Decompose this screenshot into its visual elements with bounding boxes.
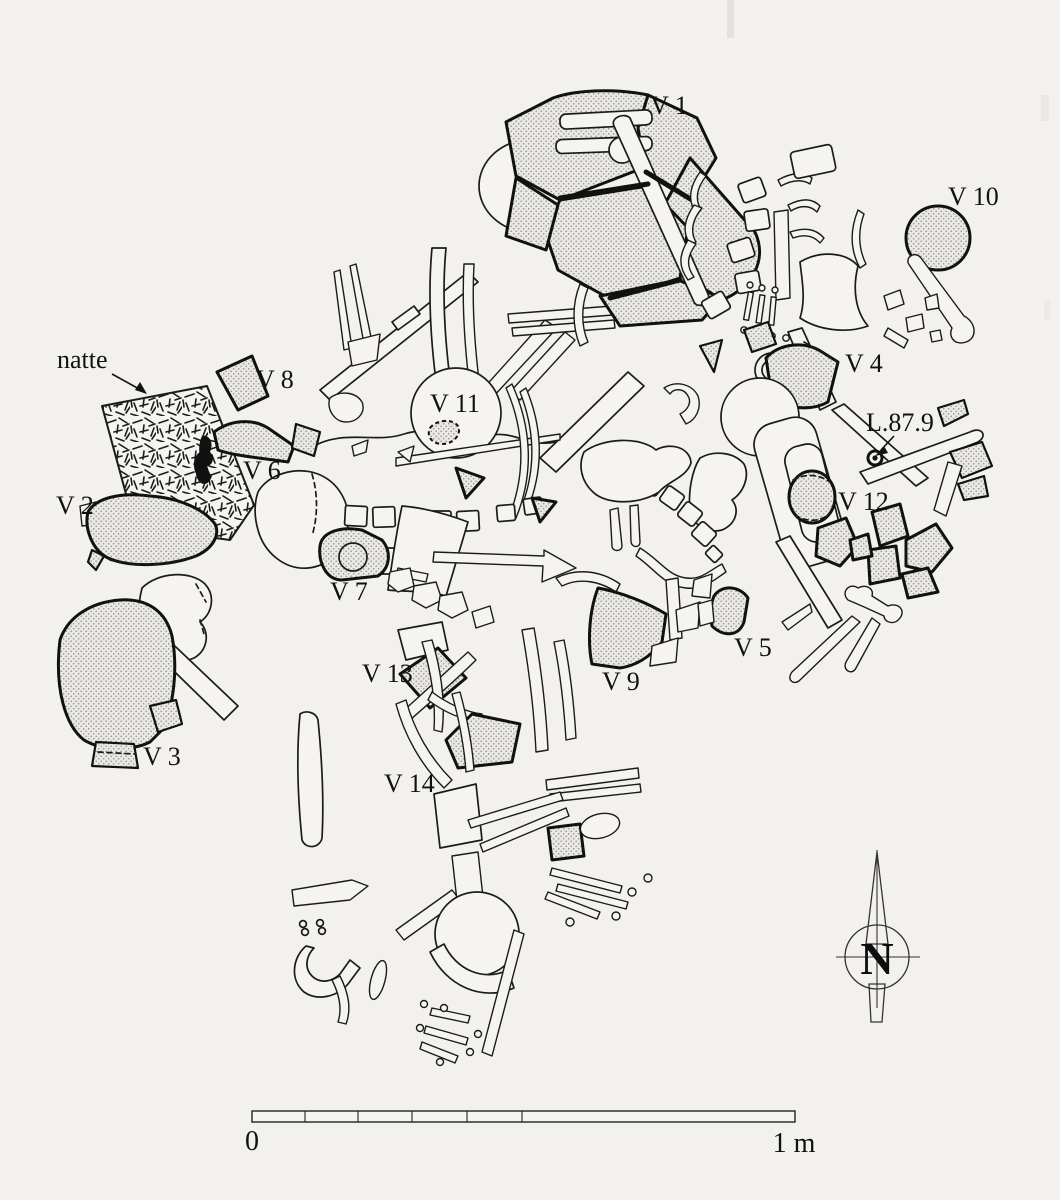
north-tail xyxy=(868,983,886,1023)
vessel-v6 xyxy=(212,420,322,464)
scale-bar-body xyxy=(251,1110,796,1123)
label-v9: V 9 xyxy=(602,667,640,696)
north-needle xyxy=(865,851,889,945)
lone-bone-left xyxy=(296,711,324,848)
sherd-triangles xyxy=(454,466,558,524)
north-letter: N xyxy=(860,933,893,984)
bone-scatter-southeast xyxy=(775,535,903,684)
bone-scatter-center-south xyxy=(387,505,683,641)
vessel-v8 xyxy=(215,354,270,412)
label-v2: V 2 xyxy=(56,491,94,520)
scan-artifacts xyxy=(727,0,1050,320)
bone-scatter-center xyxy=(309,247,700,473)
vessel-v5 xyxy=(691,573,750,636)
datum-l879 xyxy=(831,398,994,517)
natte-arrow xyxy=(111,373,142,391)
label-v3: V 3 xyxy=(143,742,181,771)
label-v7: V 7 xyxy=(330,577,368,606)
plan-labels: natte V 1 V 2 V 3 V 4 V 5 V 6 V 7 V 8 V … xyxy=(56,91,999,798)
label-v10: V 10 xyxy=(948,182,999,211)
label-v14: V 14 xyxy=(384,769,435,798)
bone-scatter-bottom-center xyxy=(395,851,525,1067)
vessel-v10 xyxy=(883,204,975,349)
label-v4: V 4 xyxy=(845,349,883,378)
sherd-cluster-right xyxy=(814,502,954,600)
vessel-v11 xyxy=(395,367,561,519)
vessel-v3 xyxy=(56,598,184,770)
scale-end-label: 1 m xyxy=(773,1128,816,1159)
label-v13: V 13 xyxy=(362,659,413,688)
label-v11: V 11 xyxy=(430,389,480,418)
label-natte: natte xyxy=(57,345,108,374)
vessel-v14 xyxy=(395,627,653,927)
label-v8: V 8 xyxy=(256,365,294,394)
label-v1: V 1 xyxy=(650,91,688,120)
scale-bar: 0 1 m xyxy=(245,1110,816,1159)
vessel-v9 xyxy=(588,586,701,670)
bone-bowtie xyxy=(580,439,692,552)
north-arrow: N xyxy=(836,850,920,1023)
label-v6: V 6 xyxy=(243,456,281,485)
label-v5: V 5 xyxy=(734,633,772,662)
vertebra-chain-right xyxy=(635,471,727,589)
label-datum: L.87.9 xyxy=(866,408,934,437)
label-v12: V 12 xyxy=(838,487,889,516)
scale-zero-label: 0 xyxy=(245,1126,259,1157)
vessel-v2 xyxy=(79,493,219,572)
bone-scatter-southwest xyxy=(291,879,388,1025)
bone-fragments-v10 xyxy=(883,289,943,349)
